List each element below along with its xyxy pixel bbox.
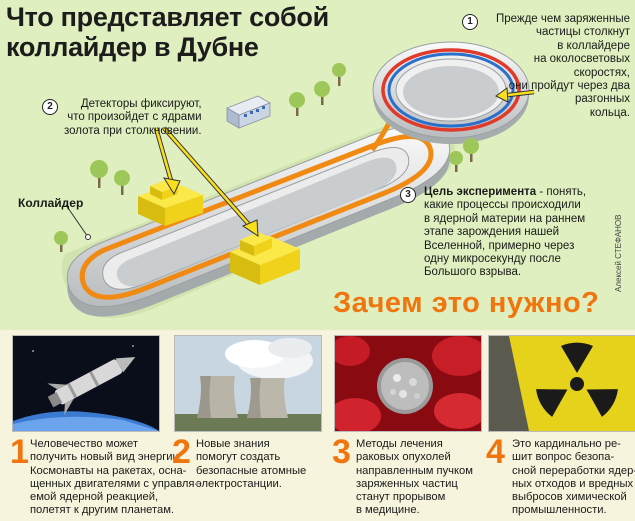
- benefit-card-4: 4 Это кардинально ре- шит вопрос безопа-…: [486, 335, 635, 516]
- booster-ring-outer-blue: [387, 52, 515, 128]
- benefit-text-3: Методы лечения раковых опухолей направле…: [356, 438, 473, 517]
- benefit-number-2: 2: [172, 433, 191, 471]
- benefit-number-3: 3: [332, 433, 351, 471]
- detector-1: [138, 180, 203, 226]
- booster-rings: [372, 41, 530, 144]
- note-2-text: Детекторы фиксируют, что произойдет с яд…: [64, 98, 202, 137]
- collider-ring: [66, 124, 451, 317]
- rocket-photo: [12, 335, 160, 432]
- note-3-bold: Цель эксперимента: [424, 186, 537, 198]
- collider-diagram: [54, 41, 535, 319]
- page-title: Что представляет собой коллайдер в Дубне: [6, 2, 329, 62]
- collider-label: Коллайдер: [18, 196, 84, 210]
- tree: [54, 231, 68, 252]
- benefit-card-2: 2 Новые знания помогут создать безопасны…: [172, 335, 322, 516]
- detector-2: [230, 232, 300, 285]
- why-heading: Зачем это нужно?: [333, 287, 600, 319]
- power-plant-photo: [174, 335, 322, 432]
- benefit-text-1: Человечество может получить новый вид эн…: [30, 438, 199, 517]
- title-line-1: Что представляет собой: [6, 2, 329, 32]
- cell-photo: [334, 335, 482, 432]
- callout-arrow-1: [495, 87, 535, 103]
- title-line-2: коллайдер в Дубне: [6, 32, 259, 62]
- benefit-card-1: 1 Человечество может получить новый вид …: [10, 335, 198, 516]
- tree: [332, 63, 346, 86]
- note-3-text: Цель эксперимента - понять, какие процес…: [424, 186, 586, 280]
- radiation-sign-photo: [488, 335, 635, 432]
- booster-ring-outer-red: [381, 48, 521, 132]
- note-3-number: 3: [400, 187, 416, 203]
- note-2-number: 2: [42, 99, 58, 115]
- benefit-text-4: Это кардинально ре- шит вопрос безопа- с…: [512, 438, 635, 517]
- tree: [114, 170, 130, 195]
- collider-label-pointer: [65, 204, 89, 238]
- tree: [90, 160, 108, 188]
- author-credit: Алексей СТЕФАНОВ: [614, 214, 623, 293]
- callout-arrow-2a: [153, 127, 181, 196]
- benefit-text-2: Новые знания помогут создать безопасные …: [196, 438, 307, 490]
- note-1-text: Прежде чем заряженные частицы столкнут в…: [495, 13, 630, 119]
- tree: [463, 138, 479, 162]
- benefit-number-1: 1: [10, 433, 29, 471]
- tree: [449, 151, 463, 172]
- note-3-body: - понять, какие процессы происходили в я…: [424, 186, 587, 279]
- benefit-number-4: 4: [486, 433, 505, 471]
- benefit-card-3: 3 Методы лечения раковых опухолей направ…: [332, 335, 482, 516]
- radiation-icon: [536, 342, 618, 417]
- note-1-number: 1: [462, 14, 478, 30]
- tree: [314, 81, 330, 105]
- tree: [289, 92, 305, 116]
- building: [226, 95, 271, 129]
- callout-arrow-2b: [162, 126, 259, 237]
